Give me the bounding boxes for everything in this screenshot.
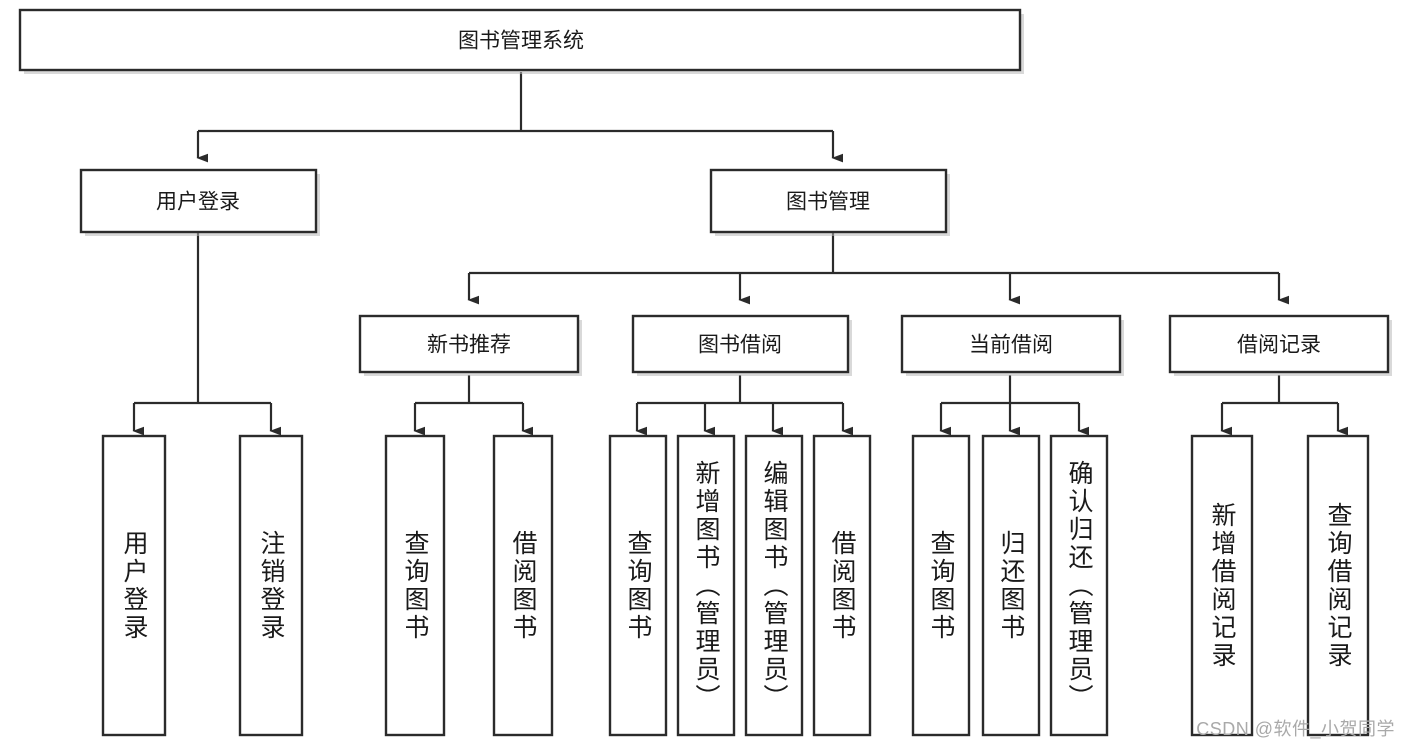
node-new-book-recommend-label: 新书推荐 — [427, 334, 511, 357]
node-borrow-record[interactable]: 借阅记录 — [1168, 314, 1392, 376]
node-root-label: 图书管理系统 — [458, 30, 584, 53]
node-user-login-label: 用户登录 — [156, 191, 240, 214]
node-user-login-box — [79, 168, 318, 234]
leaf-box-logout — [238, 434, 304, 737]
leaf-node-query-book-3[interactable] — [911, 434, 971, 737]
connector-group-bookborrow-to-leaves — [635, 375, 853, 436]
node-current-borrow-box — [900, 314, 1122, 374]
node-book-manage-box — [709, 168, 948, 234]
node-new-book-recommend-box — [358, 314, 580, 374]
connector-group-borrowrecord-to-leaves — [1220, 375, 1348, 436]
node-book-borrow-label: 图书借阅 — [698, 334, 782, 357]
leaf-node-confirm-return[interactable] — [1049, 434, 1109, 737]
leaf-node-query-record[interactable] — [1306, 434, 1370, 737]
leaf-node-add-book[interactable] — [676, 434, 736, 737]
node-book-borrow[interactable]: 图书借阅 — [631, 314, 852, 376]
leaf-node-query-book-1[interactable] — [384, 434, 446, 737]
leaf-node-add-record[interactable] — [1190, 434, 1254, 737]
leaf-box-return-book — [981, 434, 1041, 737]
leaf-box-edit-book — [744, 434, 804, 737]
leaf-node-edit-book[interactable] — [744, 434, 804, 737]
leaf-node-query-book-2[interactable] — [608, 434, 668, 737]
connector-group-userlogin-to-leaves — [132, 233, 281, 436]
leaf-box-query-book-1 — [384, 434, 446, 737]
connector-group-newbook-to-leaves — [413, 375, 533, 436]
node-new-book-recommend[interactable]: 新书推荐 — [358, 314, 582, 376]
leaf-box-confirm-return — [1049, 434, 1109, 737]
node-root-box — [18, 8, 1022, 72]
leaf-box-query-book-2 — [608, 434, 668, 737]
leaf-box-borrow-book-2 — [812, 434, 872, 737]
connector-group-bookmanage-to-level3 — [467, 233, 1289, 305]
leaf-node-logout[interactable] — [238, 434, 304, 737]
leaf-box-query-record — [1306, 434, 1370, 737]
leaf-node-borrow-book-1[interactable] — [492, 434, 554, 737]
leaf-box-borrow-book-1 — [492, 434, 554, 737]
node-borrow-record-label: 借阅记录 — [1237, 334, 1321, 357]
leaf-node-borrow-book-2[interactable] — [812, 434, 872, 737]
node-current-borrow[interactable]: 当前借阅 — [900, 314, 1124, 376]
node-current-borrow-label: 当前借阅 — [969, 334, 1053, 357]
leaf-box-query-book-3 — [911, 434, 971, 737]
leaf-box-add-record — [1190, 434, 1254, 737]
node-user-login[interactable]: 用户登录 — [79, 168, 320, 236]
leaf-box-add-book — [676, 434, 736, 737]
watermark-text: CSDN @软件_小贺同学 — [1196, 719, 1395, 739]
node-book-manage-label: 图书管理 — [786, 191, 870, 214]
connector-group-root-to-level2 — [196, 72, 843, 163]
node-borrow-record-box — [1168, 314, 1390, 374]
connector-group-currentborrow-to-leaves — [939, 375, 1089, 436]
node-book-manage[interactable]: 图书管理 — [709, 168, 950, 236]
node-root[interactable]: 图书管理系统 — [18, 8, 1024, 74]
leaf-node-return-book[interactable] — [981, 434, 1041, 737]
leaf-node-user-login[interactable] — [101, 434, 167, 737]
leaf-box-user-login — [101, 434, 167, 737]
node-book-borrow-box — [631, 314, 850, 374]
